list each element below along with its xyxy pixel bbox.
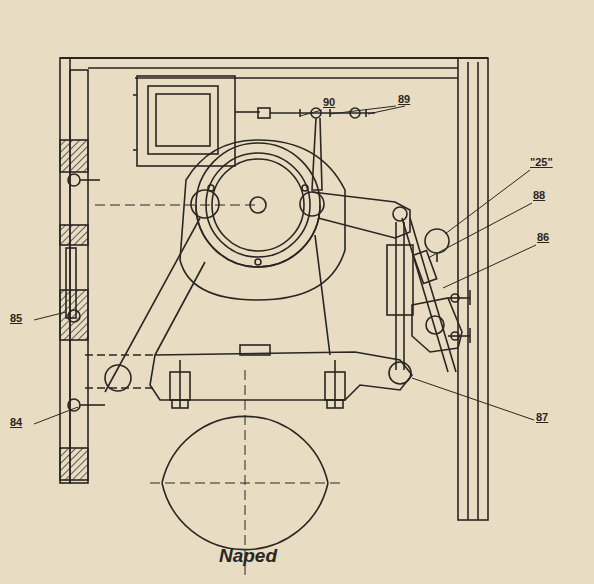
callout-number: 84 xyxy=(10,417,22,428)
callout-number: 88 xyxy=(533,190,545,201)
callout-number: "25" xyxy=(530,157,553,168)
caption: Naped xyxy=(219,546,277,565)
callout-number: 85 xyxy=(10,313,22,324)
callout-number: 90 xyxy=(323,97,335,108)
callout-number: 87 xyxy=(536,412,548,423)
callout-number: 89 xyxy=(398,94,410,105)
callout-number: 86 xyxy=(537,232,549,243)
